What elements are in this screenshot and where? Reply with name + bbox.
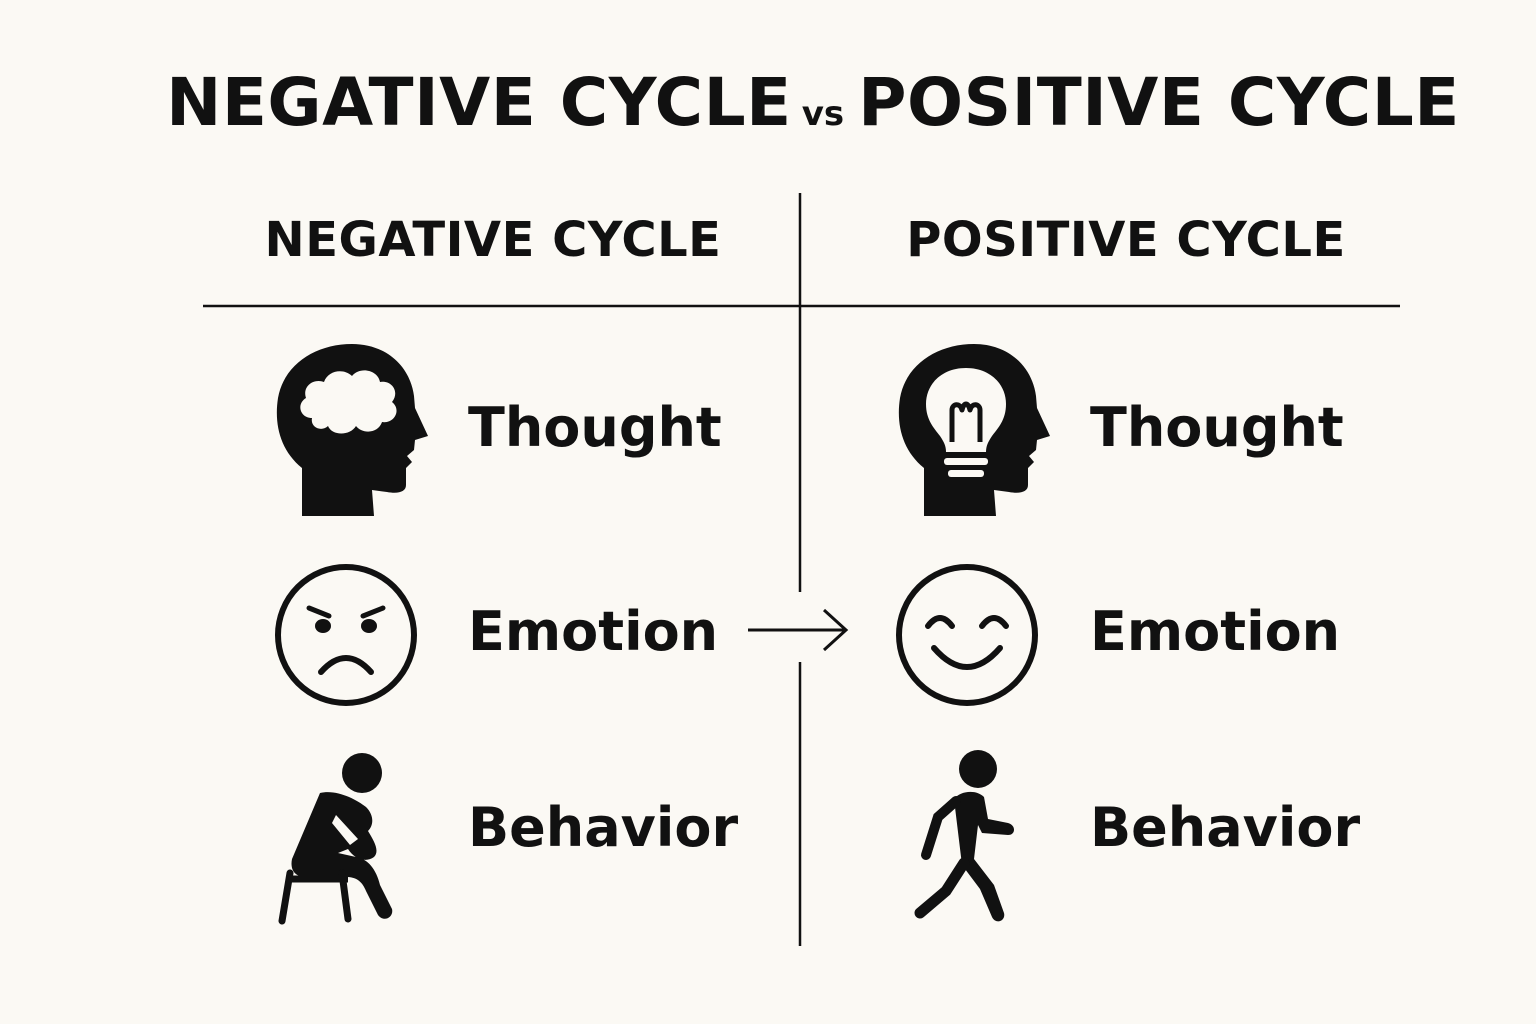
- walking-person-icon: [914, 750, 1014, 922]
- title-left: NEGATIVE CYCLE: [166, 64, 792, 141]
- sitting-person-icon: [278, 753, 393, 925]
- negative-thought-label: Thought: [468, 396, 722, 459]
- head-cloud-icon: [276, 344, 428, 516]
- positive-emotion-label: Emotion: [1090, 600, 1341, 663]
- positive-behavior-label: Behavior: [1090, 796, 1361, 859]
- title-vs: vs: [801, 94, 845, 134]
- negative-column-header: NEGATIVE CYCLE: [264, 212, 722, 268]
- negative-behavior-label: Behavior: [468, 796, 739, 859]
- head-lightbulb-icon: [898, 344, 1050, 516]
- sad-face-icon: [275, 564, 417, 706]
- negative-emotion-label: Emotion: [468, 600, 719, 663]
- arrow-right-icon: [748, 608, 849, 652]
- smiling-face-icon: [896, 564, 1038, 706]
- positive-column-header: POSITIVE CYCLE: [906, 212, 1346, 268]
- positive-thought-label: Thought: [1090, 396, 1344, 459]
- title-right: POSITIVE CYCLE: [858, 64, 1460, 141]
